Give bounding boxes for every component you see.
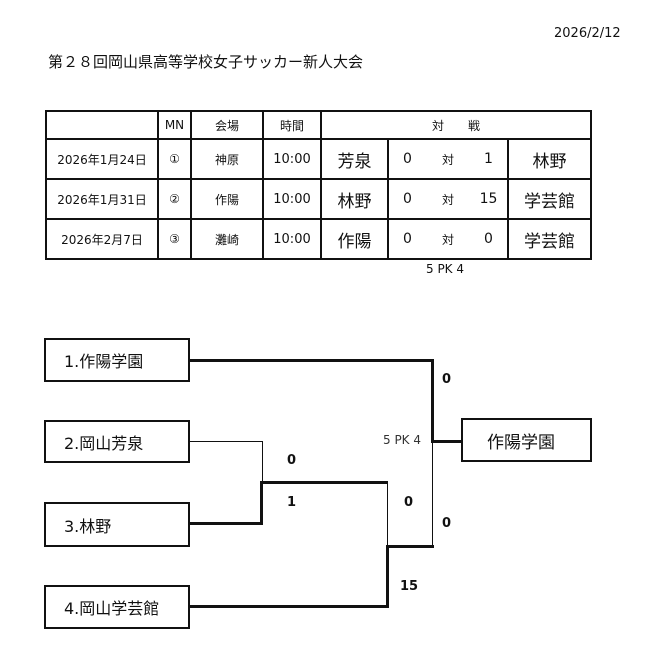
header-time: 時間: [262, 110, 322, 140]
table-row: 2026年1月31日 ② 作陽 10:00 林野 0 対 15 学芸館: [45, 178, 592, 220]
winner-box: 作陽学園: [461, 418, 592, 462]
bracket-line: [189, 522, 263, 525]
team-box-4: 4.岡山学芸館: [44, 585, 190, 629]
cell-home-score: 0: [387, 178, 426, 220]
score-final-pk: 5 PK 4: [383, 433, 422, 447]
bracket-line: [386, 545, 389, 608]
score-final-top: 0: [442, 372, 452, 387]
cell-time: 10:00: [262, 218, 322, 260]
cell-home-score: 0: [387, 218, 426, 260]
schedule-table: MN 会場 時間 対 戦 2026年1月24日 ① 神原 10:00 芳泉 0 …: [45, 110, 592, 260]
cell-date: 2026年1月24日: [45, 138, 159, 180]
bracket-line: [431, 359, 434, 443]
bracket-line: [189, 359, 434, 362]
cell-date: 2026年2月7日: [45, 218, 159, 260]
bracket-line: [189, 605, 388, 608]
team-box-2: 2.岡山芳泉: [44, 420, 190, 463]
score-final-bottom: 0: [442, 516, 452, 531]
bracket-line: [260, 481, 388, 484]
bracket-line: [387, 482, 388, 546]
cell-home: 芳泉: [320, 138, 389, 180]
cell-venue: 神原: [190, 138, 264, 180]
bracket-line: [260, 481, 263, 525]
bracket-line: [386, 545, 434, 548]
team-box-3: 3.林野: [44, 502, 190, 547]
cell-home: 林野: [320, 178, 389, 220]
cell-time: 10:00: [262, 138, 322, 180]
cell-vs: 対: [426, 138, 470, 180]
print-date: 2026/2/12: [554, 26, 621, 41]
cell-vs: 対: [426, 218, 470, 260]
cell-venue: 灘崎: [190, 218, 264, 260]
cell-mn: ②: [157, 178, 192, 220]
bracket-line: [432, 442, 433, 546]
cell-away-score: 1: [470, 138, 509, 180]
team-box-1: 1.作陽学園: [44, 338, 190, 382]
header-venue: 会場: [190, 110, 264, 140]
header-match: 対 戦: [320, 110, 592, 140]
header-date: [45, 110, 159, 140]
table-header: MN 会場 時間 対 戦: [45, 110, 592, 140]
cell-mn: ③: [157, 218, 192, 260]
bracket-line: [189, 441, 263, 442]
bracket-line: [262, 441, 263, 483]
score-r2-top: 0: [404, 495, 414, 510]
cell-date: 2026年1月31日: [45, 178, 159, 220]
cell-home-score: 0: [387, 138, 426, 180]
score-r1-top: 0: [287, 453, 297, 468]
score-r1-bottom: 1: [287, 495, 297, 510]
pk-note: 5 PK 4: [426, 262, 465, 276]
page-title: 第２８回岡山県高等学校女子サッカー新人大会: [48, 53, 364, 71]
cell-away: 学芸館: [507, 218, 592, 260]
cell-time: 10:00: [262, 178, 322, 220]
cell-away-score: 0: [470, 218, 509, 260]
header-mn: MN: [157, 110, 192, 140]
cell-away: 林野: [507, 138, 592, 180]
score-r2-bottom: 15: [400, 579, 419, 594]
cell-venue: 作陽: [190, 178, 264, 220]
cell-home: 作陽: [320, 218, 389, 260]
bracket-line: [431, 440, 463, 443]
cell-away-score: 15: [470, 178, 509, 220]
cell-vs: 対: [426, 178, 470, 220]
cell-mn: ①: [157, 138, 192, 180]
table-row: 2026年2月7日 ③ 灘崎 10:00 作陽 0 対 0 学芸館: [45, 218, 592, 260]
table-row: 2026年1月24日 ① 神原 10:00 芳泉 0 対 1 林野: [45, 138, 592, 180]
cell-away: 学芸館: [507, 178, 592, 220]
